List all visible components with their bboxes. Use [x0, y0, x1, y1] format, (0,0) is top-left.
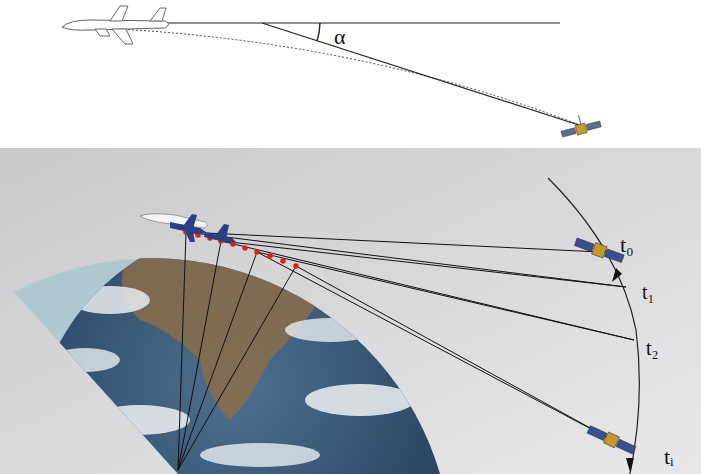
angle-label: α — [334, 26, 346, 48]
time-label: tᵢ — [664, 446, 674, 468]
time-label: t₁ — [642, 282, 655, 302]
time-label: t₂ — [646, 338, 659, 358]
time-label: t₀ — [620, 234, 634, 256]
